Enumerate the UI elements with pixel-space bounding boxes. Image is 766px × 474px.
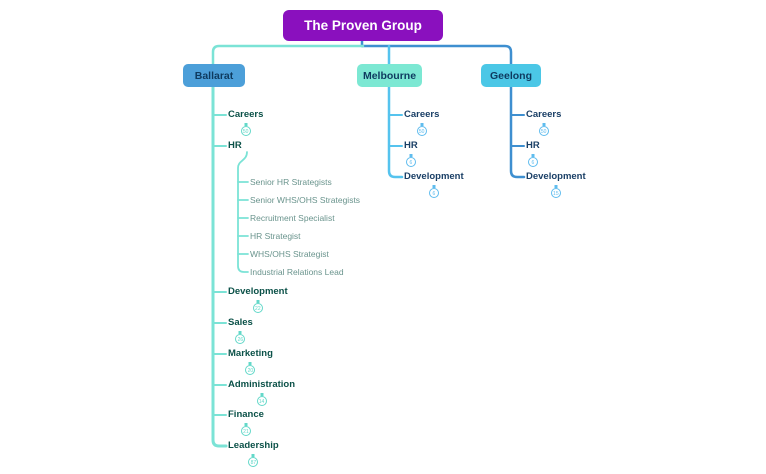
item-label[interactable]: Careers [526, 109, 562, 120]
subitem-hr-strategist[interactable]: HR Strategist [250, 231, 301, 241]
connector-geelong-stubs [510, 114, 525, 147]
collapsed-count-badge[interactable]: 50 [538, 126, 549, 136]
connector-hr-subtrunk [237, 151, 249, 273]
subitem-senior-hr-strategists[interactable]: Senior HR Strategists [250, 177, 332, 187]
item-label[interactable]: Careers [228, 109, 264, 120]
item-ballarat-sales: Sales 26 [228, 317, 253, 344]
item-label[interactable]: HR [404, 140, 418, 151]
collapsed-count-badge[interactable]: 50 [416, 126, 427, 136]
connector-geelong-trunk [509, 84, 526, 179]
collapsed-count-badge[interactable]: 21 [240, 426, 251, 436]
item-ballarat-marketing: Marketing 20 [228, 348, 273, 375]
connector-hr-stubs [237, 181, 249, 255]
item-label[interactable]: Careers [404, 109, 440, 120]
collapsed-count-badge[interactable]: 6 [405, 157, 416, 167]
collapsed-count-badge[interactable]: 87 [248, 457, 259, 467]
item-melbourne-development: Development 6 [404, 171, 464, 198]
item-label[interactable]: Marketing [228, 348, 273, 359]
connector-melbourne-trunk [387, 84, 404, 179]
connector-ballarat-stubs [212, 114, 227, 416]
item-label[interactable]: Leadership [228, 440, 279, 451]
branch-node-ballarat[interactable]: Ballarat [183, 64, 245, 87]
collapsed-count-badge[interactable]: 6 [527, 157, 538, 167]
item-label[interactable]: Sales [228, 317, 253, 328]
item-ballarat-careers: Careers 50 [228, 109, 263, 136]
item-ballarat-finance: Finance 21 [228, 409, 264, 436]
item-geelong-hr: HR 6 [526, 140, 540, 167]
connector-melbourne-stubs [388, 114, 403, 147]
collapsed-count-badge[interactable]: 20 [245, 365, 256, 375]
item-ballarat-leadership: Leadership 87 [228, 440, 279, 467]
branch-node-geelong[interactable]: Geelong [481, 64, 541, 87]
collapsed-count-badge[interactable]: 15 [550, 188, 561, 198]
item-melbourne-hr: HR 6 [404, 140, 418, 167]
item-ballarat-hr: HR [228, 140, 242, 152]
item-label[interactable]: Development [526, 171, 586, 182]
item-label[interactable]: HR [228, 140, 242, 151]
connector-root-ballarat [211, 44, 365, 66]
item-geelong-development: Development 15 [526, 171, 586, 198]
subitem-industrial-relations-lead[interactable]: Industrial Relations Lead [250, 267, 344, 277]
item-label[interactable]: Development [404, 171, 464, 182]
item-label[interactable]: Development [228, 286, 288, 297]
item-ballarat-administration: Administration 14 [228, 379, 295, 406]
item-melbourne-careers: Careers 50 [404, 109, 439, 136]
branch-node-melbourne[interactable]: Melbourne [357, 64, 422, 87]
root-node[interactable]: The Proven Group [283, 10, 443, 41]
subitem-whs-ohs-strategist[interactable]: WHS/OHS Strategist [250, 249, 329, 259]
collapsed-count-badge[interactable]: 14 [256, 396, 267, 406]
connector-ballarat-trunk [211, 84, 228, 448]
collapsed-count-badge[interactable]: 26 [235, 334, 246, 344]
item-ballarat-development: Development 22 [228, 286, 288, 313]
collapsed-count-badge[interactable]: 50 [240, 126, 251, 136]
collapsed-count-badge[interactable]: 22 [252, 303, 263, 313]
item-label[interactable]: Administration [228, 379, 296, 390]
connector-root-geelong [360, 44, 513, 66]
subitem-senior-whs-ohs-strategists[interactable]: Senior WHS/OHS Strategists [250, 195, 361, 205]
item-label[interactable]: Finance [228, 409, 264, 420]
subitem-recruitment-specialist[interactable]: Recruitment Specialist [250, 213, 335, 223]
collapsed-count-badge[interactable]: 6 [428, 188, 439, 198]
item-geelong-careers: Careers 50 [526, 109, 561, 136]
item-label[interactable]: HR [526, 140, 540, 151]
